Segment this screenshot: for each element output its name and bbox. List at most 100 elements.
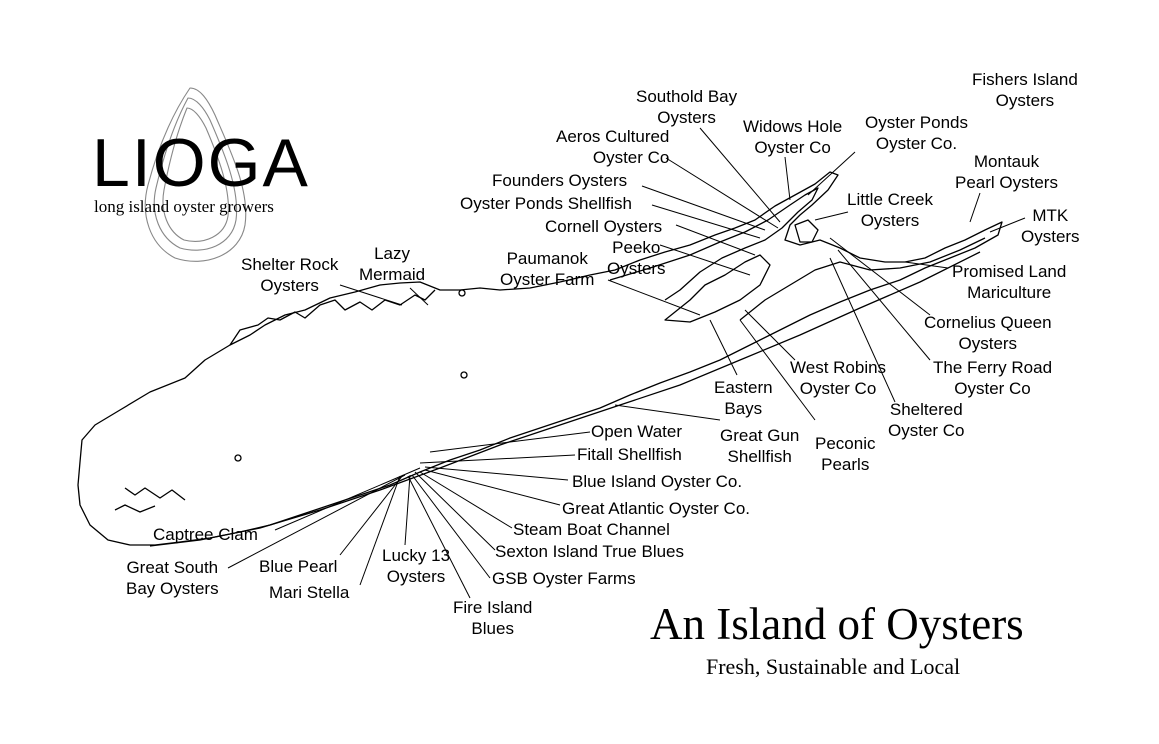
label-line: Widows Hole	[743, 117, 843, 136]
label-line: Bay Oysters	[126, 579, 219, 598]
label-line: Oysters	[607, 259, 666, 278]
label-line: Fishers Island	[972, 70, 1078, 89]
label-founders: Founders Oysters	[492, 170, 627, 191]
label-gsb-farms: GSB Oyster Farms	[492, 568, 636, 589]
label-fitall: Fitall Shellfish	[577, 444, 682, 465]
label-line: Oysters	[1021, 227, 1080, 246]
north-shore-detail	[229, 289, 436, 346]
label-line: Founders Oysters	[492, 171, 628, 190]
label-line: Mari Stella	[269, 583, 350, 602]
label-line: Cornell Oysters	[545, 217, 663, 236]
label-line: Oyster Ponds	[865, 113, 968, 132]
label-line: Blue Island Oyster Co.	[572, 472, 743, 491]
south-fork	[739, 237, 986, 321]
label-blue-pearl: Blue Pearl	[259, 556, 337, 577]
label-mtk: MTK Oysters	[1021, 205, 1080, 247]
label-line: Blue Pearl	[259, 557, 338, 576]
logo-tagline: long island oyster growers	[94, 197, 274, 216]
label-line: Blues	[471, 619, 514, 638]
label-line: Sheltered	[889, 400, 963, 419]
label-line: Oysters	[657, 108, 716, 127]
label-line: Steam Boat Channel	[513, 520, 670, 539]
label-line: Oysters	[260, 276, 319, 295]
label-line: Sexton Island True Blues	[495, 542, 685, 561]
leader-lines	[227, 127, 1026, 599]
label-line: Pearls	[821, 455, 870, 474]
label-line: Promised Land	[952, 262, 1067, 281]
label-line: Oyster Farm	[500, 270, 595, 289]
label-line: Oyster Co	[754, 138, 831, 157]
label-line: Pearl Oysters	[955, 173, 1058, 192]
label-line: Fire Island	[453, 598, 533, 617]
label-line: The Ferry Road	[933, 358, 1053, 377]
label-line: Oysters	[860, 211, 920, 230]
label-line: MTK	[1032, 206, 1069, 225]
label-line: Little Creek	[847, 190, 933, 209]
label-line: Paumanok	[506, 249, 588, 268]
label-line: Oyster Co	[799, 379, 877, 398]
logo-name: LIOGA	[92, 125, 310, 201]
label-line: Captree Clam	[153, 525, 258, 544]
label-line: Peeko	[612, 238, 661, 257]
label-line: Southold Bay	[636, 87, 738, 106]
label-line: Montauk	[973, 152, 1040, 171]
label-line: Fitall Shellfish	[577, 445, 682, 464]
label-captree: Captree Clam	[153, 524, 258, 545]
label-blue-island: Blue Island Oyster Co.	[572, 471, 742, 492]
label-line: Oyster Co	[954, 379, 1031, 398]
label-mari-stella: Mari Stella	[269, 582, 349, 603]
label-line: Bays	[724, 399, 763, 418]
label-great-atlantic: Great Atlantic Oyster Co.	[562, 498, 750, 519]
label-open-water: Open Water	[591, 421, 682, 442]
label-line: Open Water	[591, 422, 683, 441]
peconic-bay	[664, 254, 771, 323]
label-oyster-ponds-shellfish: Oyster Ponds Shellfish	[460, 193, 632, 214]
label-line: Great Gun	[720, 426, 800, 445]
label-cornell: Cornell Oysters	[545, 216, 662, 237]
label-line: Aeros Cultured	[556, 127, 670, 146]
oyster-shell-icon	[144, 87, 247, 262]
label-steam-boat: Steam Boat Channel	[513, 519, 670, 540]
label-line: Lazy	[374, 244, 411, 263]
label-sexton: Sexton Island True Blues	[495, 541, 684, 562]
label-line: Shellfish	[727, 447, 792, 466]
label-line: Oysters	[958, 334, 1018, 353]
label-line: Oyster Co.	[875, 134, 958, 153]
label-line: Great South	[126, 558, 219, 577]
label-line: Eastern	[714, 378, 773, 397]
barrier-island	[149, 251, 981, 547]
page-title: An Island of Oysters	[650, 599, 1024, 649]
label-line: Oysters	[995, 91, 1055, 110]
label-line: Shelter Rock	[241, 255, 339, 274]
label-line: Lucky 13	[382, 546, 451, 565]
label-line: Oysters	[386, 567, 446, 586]
label-line: Oyster Co	[888, 421, 965, 440]
label-line: Oyster Co	[592, 148, 670, 167]
label-line: Oyster Ponds Shellfish	[460, 194, 632, 213]
label-line: Peconic	[815, 434, 876, 453]
long-island-outline	[77, 171, 1003, 546]
label-line: Great Atlantic Oyster Co.	[562, 499, 751, 518]
north-fork	[609, 187, 819, 301]
